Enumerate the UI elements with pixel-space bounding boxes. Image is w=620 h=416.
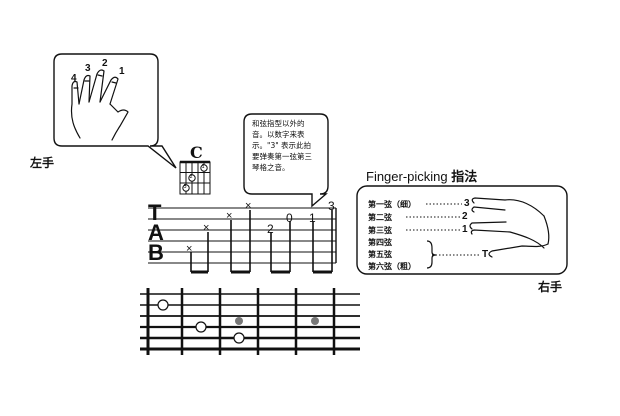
note-bubble-text: 和弦指型以外的音。以数字来表示。"3" 表示此拍要弹奏第一弦第三琴格之音。 <box>252 119 312 172</box>
left-hand-bubble <box>53 53 177 169</box>
fretboard <box>140 288 360 355</box>
picking-finger-1: 1 <box>462 224 468 235</box>
tab-mute-mark: × <box>186 243 193 255</box>
tab-mute-mark: × <box>245 200 252 212</box>
note-bubble <box>243 113 329 208</box>
picking-finger-3: 3 <box>464 198 470 209</box>
chord-finger-2: 2 <box>189 174 193 180</box>
right-hand-caption: 右手 <box>538 280 563 294</box>
left-hand-drawing <box>70 69 129 141</box>
leader-lines <box>406 203 480 256</box>
string-label-3: 第三弦 <box>368 226 392 235</box>
fret-dot-open <box>233 332 245 344</box>
fret-marker <box>311 317 319 325</box>
tab-letter-a: A <box>148 220 164 245</box>
tab-letter-t: T <box>148 200 162 225</box>
fret-marker <box>235 317 243 325</box>
finger-number-3: 3 <box>85 63 91 74</box>
tab-mute-mark: × <box>203 222 210 234</box>
picking-finger-thumb: T <box>482 249 489 260</box>
string-label-1: 第一弦（细） <box>368 200 416 209</box>
string-label-2: 第二弦 <box>368 213 392 222</box>
fret-dot-open <box>157 299 169 311</box>
chord-finger-1: 1 <box>201 164 205 170</box>
tab-fret-number: 0 <box>286 211 293 225</box>
string-label-4: 第四弦 <box>368 238 392 247</box>
finger-number-4: 4 <box>71 73 77 84</box>
finger-number-2: 2 <box>102 58 108 69</box>
fret-dot-open <box>195 321 207 333</box>
tab-fret-number: 3 <box>328 199 335 213</box>
finger-picking-title: Finger-picking 指法 <box>366 166 477 185</box>
right-hand-box <box>356 185 568 275</box>
chord-dot <box>182 184 190 192</box>
left-hand-caption: 左手 <box>30 156 55 170</box>
finger-picking-title-cn: 指法 <box>451 169 478 184</box>
chord-dot <box>200 164 208 172</box>
tab-staff <box>148 207 337 264</box>
chord-finger-3: 3 <box>183 184 187 190</box>
strings-brace <box>426 240 437 269</box>
tab-fret-number: 1 <box>309 211 316 225</box>
finger-picking-title-en: Finger-picking <box>366 169 448 184</box>
tab-letter-b: B <box>148 240 164 265</box>
tab-mute-mark: × <box>226 210 233 222</box>
chord-name: C <box>190 143 203 162</box>
string-label-5: 第五弦 <box>368 250 392 259</box>
tab-fret-number: 2 <box>267 222 274 236</box>
finger-number-1: 1 <box>119 66 125 77</box>
right-hand-drawing <box>469 197 550 258</box>
chord-dot <box>188 174 196 182</box>
picking-finger-2: 2 <box>462 211 468 222</box>
string-label-6: 第六弦（粗） <box>368 262 416 271</box>
note-stems <box>190 210 333 274</box>
chord-diagram <box>179 160 211 195</box>
